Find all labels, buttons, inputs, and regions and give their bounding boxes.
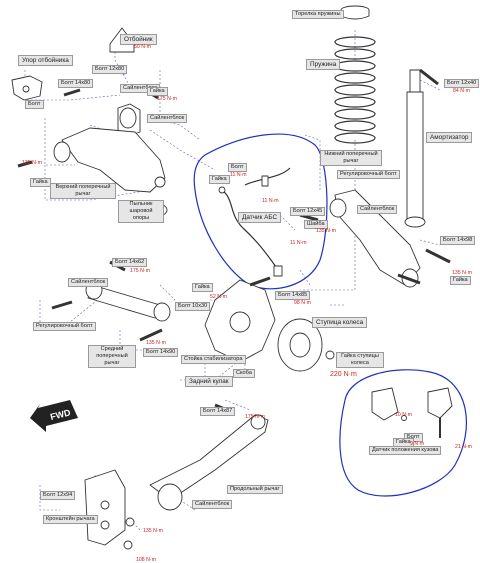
label-upper-arm: Верхний поперечный рычаг [50,183,116,199]
label-bolt-12x94: Болт 12х94 [40,491,76,500]
hub-nut-part [325,350,335,360]
torque-84: 84 N·m [453,88,471,94]
torque-135-shock: 135 N·m [452,270,472,276]
label-trailing-arm: Продольный рычаг [227,485,283,494]
upper-arm-bushing-right [119,107,137,129]
label-bushing-5: Сайлентблок [192,500,233,509]
label-wheel-hub: Ступица колеса [312,317,368,328]
shock-body [406,91,424,223]
torque-11-a: 11 N·m [230,172,247,178]
torque-135-upper: 135 N·m [22,160,42,166]
abs-wire [221,189,279,271]
abs-clip [261,175,269,187]
label-bolt-2: Болт [228,163,247,172]
label-nut-2: Гайка [30,178,51,187]
label-bracket: Скоба [233,369,255,378]
label-nut-3: Гайка [192,283,213,292]
label-ball-joint-boot: Пыльник шаровой опоры [118,200,164,223]
torque-10: 10 N·m [395,412,413,418]
label-knuckle: Задний кулак [185,376,233,387]
label-bolt-12x40: Болт 12х40 [444,79,480,88]
fwd-arrow: FWD [30,400,78,432]
torque-135-lower: 135 N·m [316,228,336,234]
label-stabilizer-link: Стойка стабилизатора [181,355,246,364]
shock-eye [404,216,426,228]
label-bolt-14x62: Болт 14х62 [112,258,148,267]
label-bolt-14x80: Болт 14х80 [58,79,94,88]
label-bolt-12x80: Болт 12х80 [92,65,128,74]
label-adjusting-bolt: Регулировочный болт [33,322,96,331]
label-arm-bracket: Кронштейн рычага [43,515,98,524]
torque-108: 108 N·m [136,557,156,563]
torque-50: 50 N·m [134,44,152,50]
label-bushing-3: Сайлентблок [357,205,398,214]
knuckle-bore [229,311,251,333]
retainer-hole [22,85,30,93]
label-spring-pad: Торелка пружины [292,10,344,19]
torque-52: 52 N·m [210,294,228,300]
label-hub-nut: Гайка ступицы колеса [336,352,384,368]
label-bolt-14x87: Болт 14х87 [200,407,236,416]
svg-text:FWD: FWD [49,407,72,422]
label-bolt-14x98: Болт 14х98 [440,236,476,245]
label-height-sensor: Датчик положения кузова [369,446,442,455]
height-sensor-bracket [371,387,399,421]
height-sensor-part [427,387,453,419]
label-bushing-2: Сайлентблок [147,114,188,123]
abs-sensor-head [273,265,283,277]
lower-arm-bushing [329,198,347,218]
torque-175-middle: 175 N·m [130,268,150,274]
label-nut-1: Гайка [147,87,168,96]
abs-connector [218,186,226,194]
torque-9: 9 N·m [410,441,425,447]
label-bolt-12x45: Болт 12х45 [290,207,326,216]
label-middle-arm: Средний поперечный рычаг [88,345,136,368]
torque-21: 21 N·m [455,444,473,450]
torque-11-b: 11 N·m [262,198,279,204]
label-nut-6: Гайка [393,438,414,447]
label-nut-5: Гайка [209,175,230,184]
label-shock-absorber: Амортизатор [426,132,473,143]
torque-135-bracket: 135 N·m [143,528,163,534]
height-sensor-highlight [339,369,467,497]
hub-center [289,332,311,358]
torque-135-middle: 135 N·m [146,340,166,346]
abs-sensor-highlight [193,133,328,290]
label-bolt-14x85: Болт 14х85 [275,291,311,300]
label-bump-stop-retainer: Упор отбойника [18,55,73,66]
label-abs-sensor: Датчик АБС [238,212,282,223]
spring-part [334,36,376,144]
torque-11-c: 11 N·m [290,240,307,246]
label-nut-4: Гайка [450,276,471,285]
trailing-arm-bushing [157,483,183,511]
label-lower-arm: Нижний поперечный рычаг [320,150,382,166]
label-bump-stop: Отбойник [120,34,157,45]
label-bolt-1: Болт [25,100,44,109]
label-bolt-10x30: Болт 10х30 [175,302,211,311]
label-spring: Пружина [306,59,341,70]
ball-joint [154,176,166,188]
label-bolt-14x90: Болт 14х90 [143,348,179,357]
spring-pad-body [340,10,370,20]
torque-220: 220 N·m [330,371,357,378]
middle-arm-bushing-2 [153,302,171,322]
shock-top [409,69,421,93]
torque-175-upper: 175 N·m [157,96,177,102]
label-washer: Шайба [304,220,328,229]
torque-98: 98 N·m [294,300,312,306]
trailing-arm-eye [250,414,266,430]
upper-arm-bushing-left [53,141,71,163]
label-bushing-4: Сайлентблок [68,278,109,287]
label-toe-adjust-bolt: Регулировочный болт [337,170,400,179]
torque-175-trailing: 175 N·m [245,414,265,420]
